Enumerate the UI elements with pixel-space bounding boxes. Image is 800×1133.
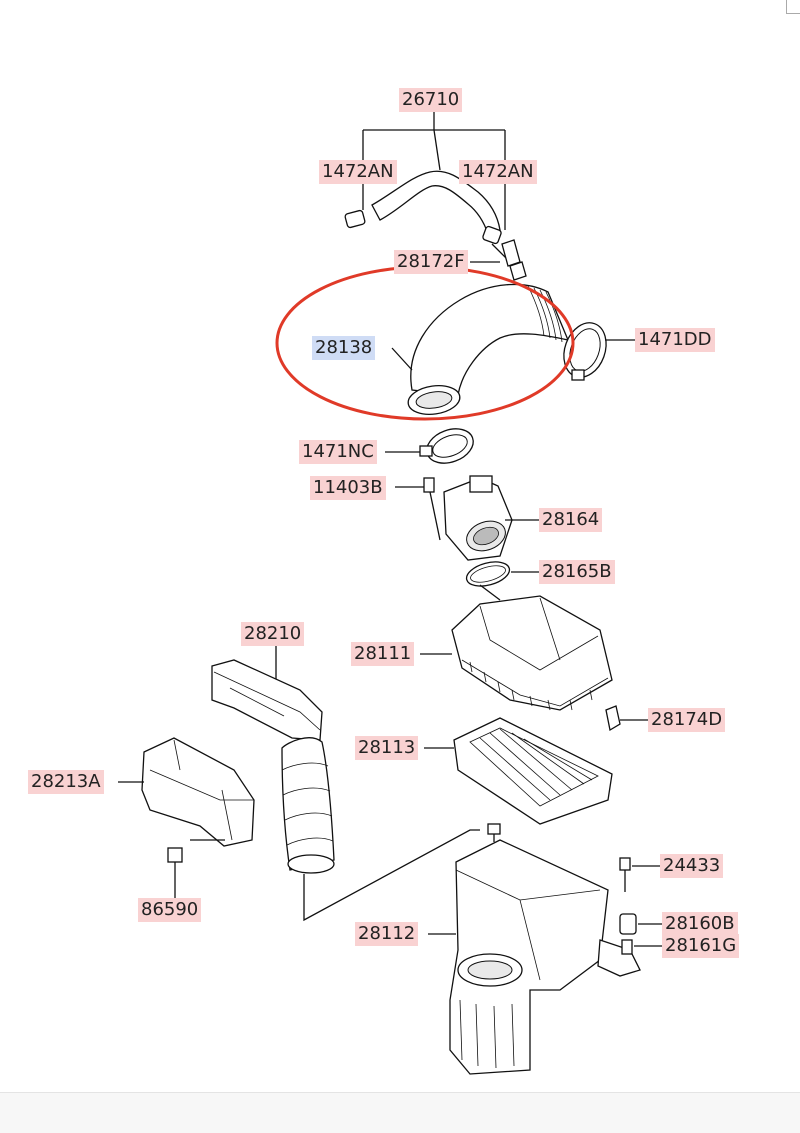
hose-clamp-right-shape: [482, 225, 502, 245]
part-label-28172F[interactable]: 28172F: [394, 250, 468, 274]
part-label-28165B[interactable]: 28165B: [539, 560, 615, 584]
part-label-28160B[interactable]: 28160B: [662, 912, 738, 936]
air-flow-sensor-28164: [443, 475, 540, 561]
air-cleaner-cover-28111: [420, 595, 613, 711]
part-label-28112[interactable]: 28112: [355, 922, 419, 946]
part-label-26710[interactable]: 26710: [399, 88, 463, 112]
fastener-86590: [167, 839, 225, 898]
corner-mark: [786, 0, 800, 14]
part-label-28210[interactable]: 28210: [241, 622, 305, 646]
part-label-86590[interactable]: 86590: [138, 898, 202, 922]
air-cleaner-body-28112: [428, 823, 641, 1075]
part-label-28111[interactable]: 28111: [351, 642, 415, 666]
air-duct-28210: [211, 645, 480, 922]
resonator-28213A: [118, 737, 255, 847]
part-label-1471NC[interactable]: 1471NC: [299, 440, 377, 464]
part-label-1472AN-right[interactable]: 1472AN: [459, 160, 537, 184]
footer-strip: [0, 1092, 800, 1133]
clamp-1471NC: [385, 428, 474, 464]
part-label-1472AN-left[interactable]: 1472AN: [319, 160, 397, 184]
part-label-24433[interactable]: 24433: [660, 854, 724, 878]
part-label-1471DD[interactable]: 1471DD: [635, 328, 715, 352]
connector-28172F: [470, 239, 527, 281]
part-label-28164[interactable]: 28164: [539, 508, 603, 532]
part-label-28113[interactable]: 28113: [355, 736, 419, 760]
part-label-28138[interactable]: 28138: [312, 336, 376, 360]
breather-hose-26710: [344, 112, 511, 263]
grommet-28160B: [619, 913, 662, 935]
part-label-28161G[interactable]: 28161G: [662, 934, 740, 958]
clamp-1471DD: [563, 322, 635, 381]
bolt-24433: [619, 857, 660, 892]
hose-clamp-left-shape: [344, 209, 366, 229]
part-label-28213A[interactable]: 28213A: [28, 770, 104, 794]
filter-element-28113: [424, 717, 613, 825]
part-label-28174D[interactable]: 28174D: [648, 708, 726, 732]
clip-28174D: [605, 705, 648, 732]
collar-28161G: [621, 939, 662, 955]
part-label-11403B[interactable]: 11403B: [310, 476, 386, 500]
intake-hose-28138: [391, 283, 570, 415]
bolt-11403B: [395, 477, 441, 541]
oring-28165B: [465, 561, 540, 601]
